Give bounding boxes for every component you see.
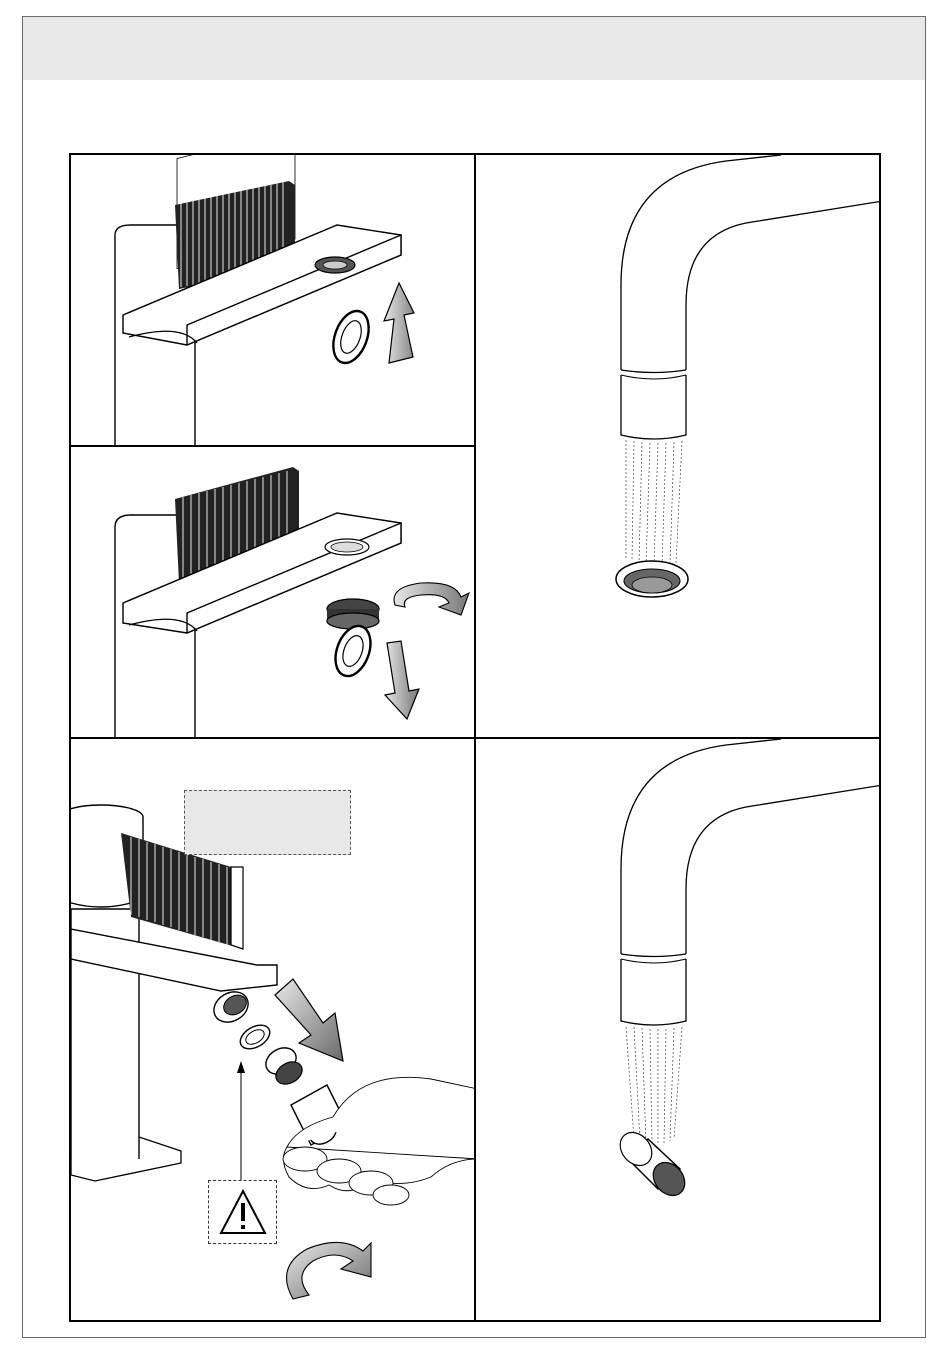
arrow-up-icon bbox=[384, 283, 414, 363]
water-stream bbox=[626, 440, 682, 565]
panel-result-1 bbox=[474, 153, 881, 739]
arrow-down-icon bbox=[385, 641, 419, 719]
aerator-icon bbox=[614, 1126, 692, 1202]
header-band bbox=[23, 17, 925, 80]
warning-icon bbox=[209, 1181, 276, 1243]
panel-step-2 bbox=[69, 445, 476, 739]
aerator-icon bbox=[327, 599, 379, 629]
water-stream bbox=[626, 1027, 682, 1144]
aerator-insert-icon bbox=[261, 1043, 306, 1089]
faucet-aerator-removal-illustration bbox=[71, 155, 476, 447]
rotate-icon bbox=[287, 1242, 371, 1299]
panel-step-1 bbox=[69, 153, 476, 447]
warning-box bbox=[208, 1180, 277, 1244]
spout-spray-illustration bbox=[476, 155, 881, 739]
rotate-icon bbox=[394, 583, 469, 615]
aerator-icon bbox=[208, 986, 253, 1028]
callout-box bbox=[184, 790, 351, 855]
faucet-aerator-reinstall-illustration bbox=[71, 447, 476, 739]
spout-spray-illustration bbox=[476, 739, 881, 1322]
panel-result-2 bbox=[474, 737, 881, 1322]
aerator-icon bbox=[616, 561, 688, 597]
